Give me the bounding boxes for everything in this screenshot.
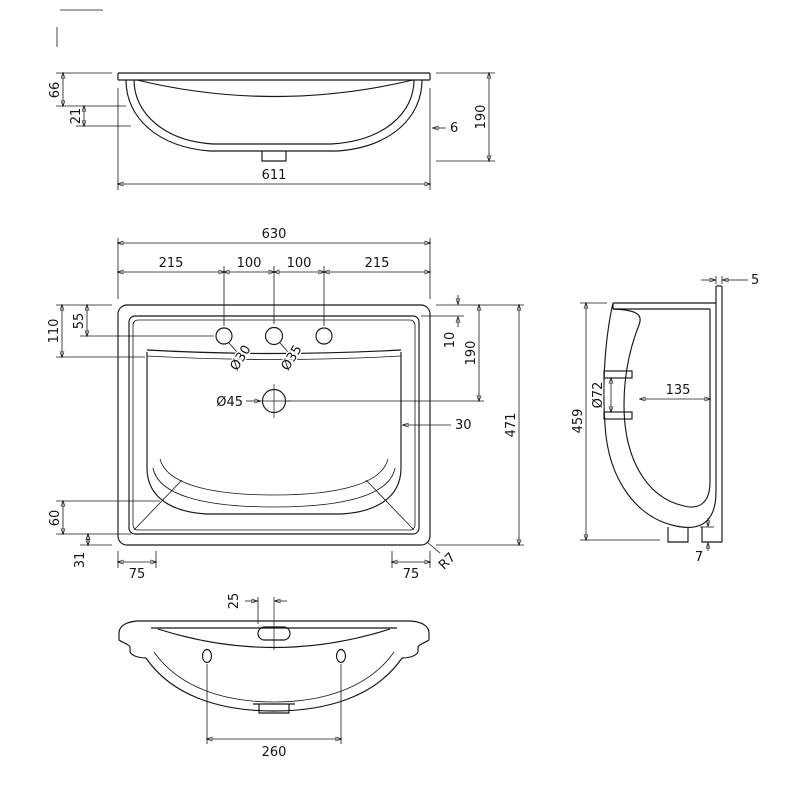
drain-stub	[261, 151, 287, 162]
dim-31-label: 31	[73, 552, 88, 569]
basin-section-outline	[603, 285, 723, 543]
bowl-opening	[146, 352, 402, 515]
bowl-outer-surface	[603, 302, 717, 529]
outer-rim	[117, 304, 431, 546]
dim-135: 135	[640, 382, 710, 399]
hole-diameter-labels: Ø30 Ø35	[226, 341, 307, 375]
tap-hole-left	[215, 327, 233, 345]
bracket-ear-right	[401, 620, 430, 659]
dim-110-label: 110	[47, 319, 62, 344]
dim-459: 459	[570, 303, 660, 540]
dim-260-label: 260	[262, 745, 287, 760]
tap-hole-center	[264, 326, 284, 346]
dim-7: 7	[693, 518, 714, 567]
dim-21: 21	[68, 106, 131, 126]
dim-215-left-label: 215	[159, 256, 184, 271]
drain-stub-bottom	[258, 704, 290, 714]
dim-75-right-label: 75	[403, 567, 420, 582]
dim-611: 611	[118, 88, 430, 190]
dim-75-pair: 75 75	[118, 551, 430, 584]
deck-edge	[146, 349, 402, 355]
bowl-outer-bottom	[145, 657, 403, 712]
dim-60-label: 60	[48, 510, 63, 527]
dim-190-plan: 190	[287, 305, 484, 401]
dim-r7: R7	[426, 541, 460, 574]
dim-190-plan-label: 190	[464, 341, 479, 366]
dim-30-edge: 30	[403, 417, 473, 435]
dim-hole-spacing: 215 100 100 215	[118, 255, 430, 326]
dim-630: 630	[118, 226, 430, 299]
section-view: 5 459 Ø72 135 7	[570, 272, 761, 567]
bowl-contour-1	[152, 467, 396, 508]
dim-7-label: 7	[695, 550, 703, 565]
corner-fold-right	[365, 479, 415, 531]
dia-72-label: Ø72	[591, 382, 606, 409]
dim-55-label: 55	[72, 313, 87, 330]
tap-hole-right	[315, 327, 333, 345]
dim-5: 5	[701, 272, 761, 290]
foot-bracket	[701, 527, 722, 543]
dim-10: 10	[421, 295, 524, 350]
overflow-tab-top	[603, 370, 633, 379]
dim-190-elevation: 190	[436, 73, 495, 161]
dim-215-right-label: 215	[365, 256, 390, 271]
dim-6-label: 6	[450, 121, 458, 136]
bracket-ear-left	[118, 620, 147, 659]
dia-45-label: Ø45	[216, 395, 243, 410]
plan-view: 630 215 100 100 215 55 110 Ø30	[46, 226, 524, 584]
dim-611-label: 611	[262, 168, 287, 183]
dim-30-label: 30	[455, 418, 472, 433]
overflow-tab-bottom	[603, 411, 633, 420]
bowl-contour-2	[159, 458, 389, 496]
dim-25-label: 25	[227, 593, 242, 610]
dim-110-55: 55 110	[46, 305, 214, 357]
dia-30-label: Ø30	[228, 343, 255, 374]
dim-260: 260	[207, 664, 341, 762]
dim-r7-label: R7	[436, 550, 459, 573]
dim-66-label: 66	[48, 82, 63, 99]
dim-459-label: 459	[571, 409, 586, 434]
fixing-hole-right	[335, 648, 347, 664]
dim-21-label: 21	[69, 108, 84, 125]
inner-rim	[128, 315, 420, 535]
bottom-elevation-view: 25 260	[118, 591, 430, 762]
dim-100-right-label: 100	[287, 256, 312, 271]
dim-6: 6	[433, 120, 460, 138]
dim-45: Ø45	[215, 394, 260, 412]
dim-190-elevation-label: 190	[474, 105, 489, 130]
frame-corner-marks	[56, 9, 103, 47]
basin-outline-bottom-elevation	[118, 597, 430, 714]
top-elevation-view: 66 21 611 190 6	[47, 72, 495, 190]
dim-471: 471	[436, 305, 524, 545]
basin-outline-top-elevation	[117, 72, 431, 162]
dim-135-label: 135	[666, 383, 691, 398]
dim-66: 66	[47, 73, 126, 106]
corner-fold-left	[133, 479, 183, 531]
bowl-outline	[125, 79, 423, 152]
dim-100-left-label: 100	[237, 256, 262, 271]
drain-outlet	[667, 527, 689, 543]
bowl-inner-bottom	[153, 651, 395, 703]
bowl-inner-line	[133, 79, 415, 145]
inner-rim-arc	[136, 79, 414, 98]
dim-471-label: 471	[504, 413, 519, 438]
dim-630-label: 630	[262, 227, 287, 242]
dim-25: 25	[226, 591, 287, 624]
dim-10-label: 10	[443, 332, 458, 349]
deck-edge-2	[146, 355, 402, 360]
dim-5-label: 5	[751, 273, 759, 288]
dim-72: Ø72	[590, 378, 611, 412]
fixing-hole-left	[201, 648, 213, 664]
bowl-inner-surface	[612, 308, 711, 508]
dim-60-31: 60 31	[47, 501, 160, 570]
dim-75-left-label: 75	[129, 567, 146, 582]
basin-outline-plan	[117, 304, 431, 546]
dia-35-label: Ø35	[279, 343, 306, 374]
